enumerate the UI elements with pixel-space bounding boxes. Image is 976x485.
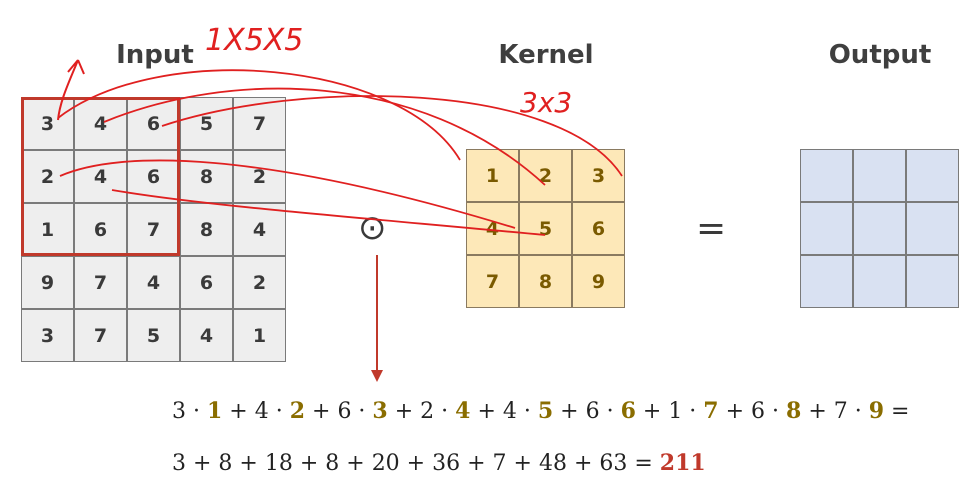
input-term: 2 <box>420 399 435 424</box>
kernel-cell: 4 <box>466 202 519 255</box>
input-cell: 8 <box>180 203 233 256</box>
input-cell: 7 <box>74 256 127 309</box>
kernel-cell: 5 <box>519 202 572 255</box>
sum-term: 8 <box>218 451 233 476</box>
input-cell: 2 <box>233 256 286 309</box>
equals-operator: = <box>696 208 727 249</box>
sum-term: 48 <box>538 451 567 476</box>
kernel-term: 3 <box>372 398 388 424</box>
output-cell <box>853 149 906 202</box>
input-term: 4 <box>254 399 269 424</box>
output-cell <box>800 202 853 255</box>
input-term: 6 <box>751 399 766 424</box>
output-cell <box>800 149 853 202</box>
input-cell: 5 <box>180 97 233 150</box>
input-term: 4 <box>502 399 517 424</box>
sum-term: 20 <box>371 451 400 476</box>
kernel-term: 5 <box>537 398 554 424</box>
kernel-cell: 6 <box>572 202 625 255</box>
kernel-cell: 2 <box>519 149 572 202</box>
kernel-term: 8 <box>786 398 802 424</box>
sum-term: 7 <box>492 451 507 476</box>
input-cell: 3 <box>21 309 74 362</box>
sum-term: 3 <box>172 451 186 476</box>
input-cell: 7 <box>233 97 286 150</box>
sum-term: 63 <box>599 451 628 476</box>
equation-products: 3 · 1 + 4 · 2 + 6 · 3 + 2 · 4 + 4 · 5 + … <box>172 398 910 424</box>
result-value: 211 <box>659 450 706 476</box>
input-cell: 7 <box>74 309 127 362</box>
input-term: 3 <box>172 399 186 424</box>
input-cell: 2 <box>233 150 286 203</box>
kernel-cell: 9 <box>572 255 625 308</box>
input-cell: 1 <box>233 309 286 362</box>
kernel-title: Kernel <box>498 40 594 70</box>
input-term: 1 <box>668 399 683 424</box>
output-cell <box>906 149 959 202</box>
input-title: Input <box>116 40 194 70</box>
input-cell: 6 <box>127 97 180 150</box>
output-title: Output <box>828 40 932 70</box>
kernel-term: 2 <box>289 398 306 424</box>
input-cell: 8 <box>180 150 233 203</box>
output-cell <box>853 255 906 308</box>
down-arrow-head <box>371 370 383 382</box>
sum-term: 18 <box>264 451 293 476</box>
output-cell <box>906 255 959 308</box>
input-cell: 2 <box>21 150 74 203</box>
input-cell: 6 <box>180 256 233 309</box>
input-cell: 7 <box>127 203 180 256</box>
output-cell <box>906 202 959 255</box>
sum-term: 36 <box>432 451 461 476</box>
output-cell <box>800 255 853 308</box>
input-cell: 3 <box>21 97 74 150</box>
input-term: 7 <box>833 399 848 424</box>
kernel-cell: 3 <box>572 149 625 202</box>
kernel-shape-annotation: 3x3 <box>520 86 572 119</box>
output-matrix <box>800 149 959 308</box>
kernel-cell: 1 <box>466 149 519 202</box>
input-cell: 4 <box>180 309 233 362</box>
input-cell: 9 <box>21 256 74 309</box>
input-cell: 4 <box>74 150 127 203</box>
input-cell: 4 <box>127 256 180 309</box>
hadamard-operator: ⊙ <box>358 208 387 248</box>
output-cell <box>853 202 906 255</box>
input-term: 6 <box>337 399 352 424</box>
kernel-term: 7 <box>703 398 719 424</box>
kernel-term: 1 <box>206 398 223 424</box>
input-term: 6 <box>585 399 600 424</box>
input-cell: 4 <box>74 97 127 150</box>
sum-term: 8 <box>325 451 340 476</box>
kernel-term: 9 <box>868 398 885 424</box>
input-cell: 5 <box>127 309 180 362</box>
kernel-term: 6 <box>620 398 636 424</box>
input-cell: 6 <box>127 150 180 203</box>
input-cell: 6 <box>74 203 127 256</box>
equation-sum: 3 + 8 + 18 + 8 + 20 + 36 + 7 + 48 + 63 =… <box>172 450 706 476</box>
input-cell: 4 <box>233 203 286 256</box>
kernel-cell: 7 <box>466 255 519 308</box>
kernel-cell: 8 <box>519 255 572 308</box>
kernel-term: 4 <box>455 398 471 424</box>
input-cell: 1 <box>21 203 74 256</box>
